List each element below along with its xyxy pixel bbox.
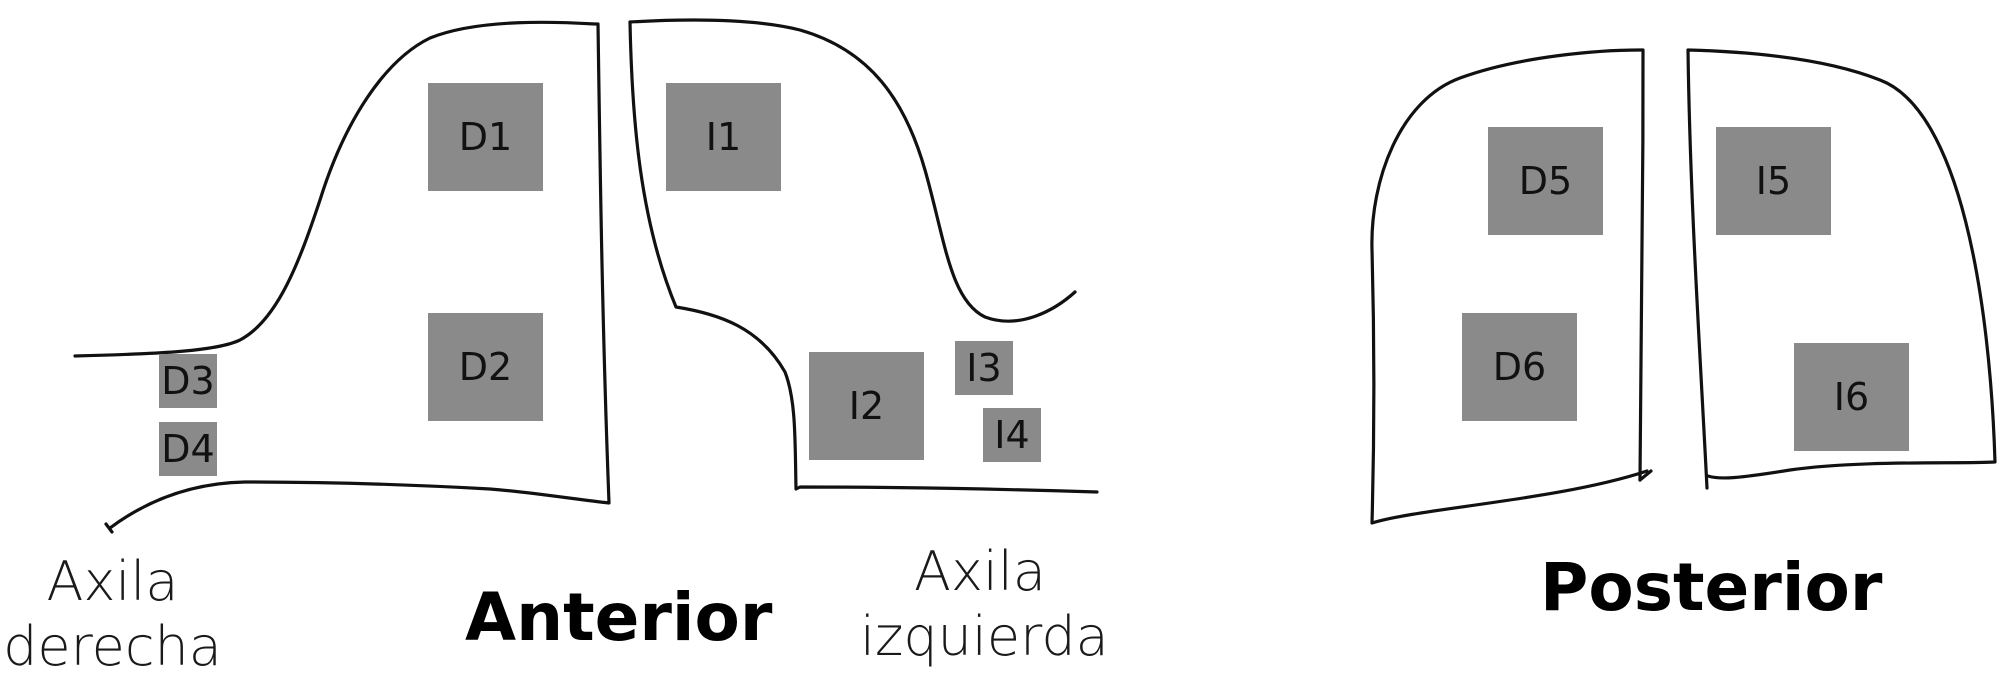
right-axilla-label: Axila derecha <box>0 550 225 680</box>
anterior-right-lung-tick <box>104 522 114 534</box>
zone-i2: I2 <box>809 352 924 460</box>
zone-i6: I6 <box>1794 343 1909 451</box>
zone-d3: D3 <box>159 354 217 408</box>
anterior-left-lung-outline <box>628 18 1099 494</box>
zone-d1: D1 <box>428 83 543 191</box>
right-axilla-line2: derecha <box>3 614 222 678</box>
right-axilla-line1: Axila <box>46 550 179 613</box>
left-axilla-label: Axila izquierda <box>860 540 1109 670</box>
posterior-right-lung-outline <box>1370 48 1649 525</box>
zone-d6: D6 <box>1462 313 1577 421</box>
left-axilla-line1: Axila <box>914 540 1046 603</box>
left-axilla-line2: izquierda <box>860 604 1109 668</box>
zone-i3: I3 <box>955 341 1013 395</box>
posterior-right-lung-base-hook <box>1638 469 1653 482</box>
anterior-title: Anterior <box>465 579 773 656</box>
zone-d4: D4 <box>159 422 217 476</box>
zone-i5: I5 <box>1716 127 1831 235</box>
zone-d2: D2 <box>428 313 543 421</box>
zone-d5: D5 <box>1488 127 1603 235</box>
zone-i4: I4 <box>983 408 1041 462</box>
zone-i1: I1 <box>666 83 781 191</box>
anterior-right-lung-outline <box>73 20 611 530</box>
posterior-left-lung-outline <box>1686 48 1997 490</box>
posterior-title: Posterior <box>1540 549 1883 626</box>
